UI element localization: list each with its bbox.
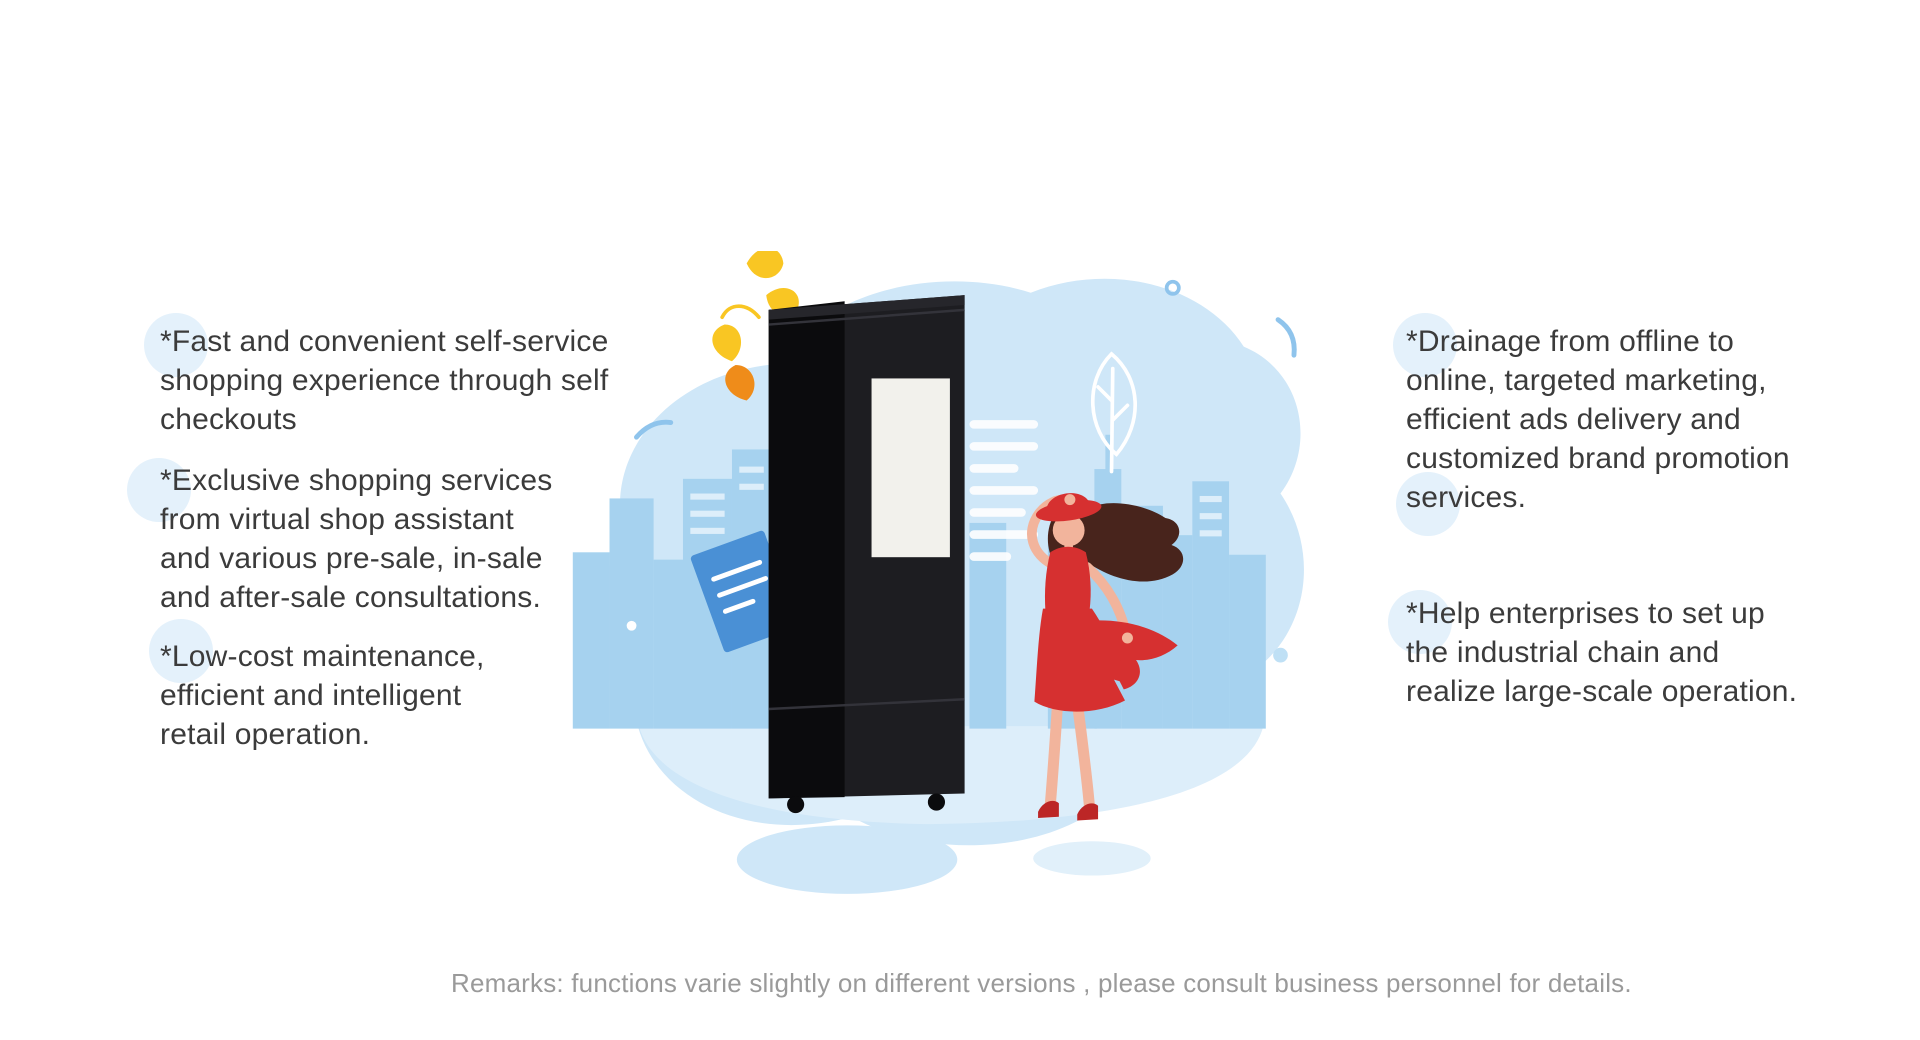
bullet-halo — [1393, 313, 1457, 377]
bullet-halo — [127, 458, 191, 522]
woman-shoe — [1077, 803, 1099, 821]
woman-hand — [1064, 494, 1076, 506]
machine-screen — [871, 378, 950, 558]
machine-wheel — [787, 795, 805, 814]
remarks-text: Remarks: functions varie slightly on dif… — [451, 968, 1632, 998]
decorative-dot — [626, 620, 637, 631]
woman-hand — [1121, 632, 1133, 644]
feature-bullet-marketing: *Drainage from offline to online, target… — [1406, 325, 1790, 514]
feature-bullet-low-cost: *Low-cost maintenance, efficient and int… — [160, 640, 485, 751]
woman-shoe — [1038, 800, 1059, 818]
leaf-outline-icon — [1091, 351, 1137, 474]
feature-bullet-shop-assistant: *Exclusive shopping services from virtua… — [160, 464, 553, 614]
woman-skirt-flap — [1087, 620, 1178, 690]
woman-shadow — [1033, 841, 1151, 876]
bullet-halo — [144, 313, 208, 377]
woman-bodice — [1044, 546, 1091, 612]
list-stripes — [969, 420, 1039, 561]
bullet-halo — [149, 619, 213, 683]
decorative-dot — [1273, 647, 1288, 663]
machine-wheel — [927, 793, 946, 811]
shopper-woman — [1027, 493, 1184, 821]
bullet-halo — [1388, 590, 1452, 654]
woman-face — [1052, 514, 1085, 547]
decorative-strokes — [634, 279, 1297, 440]
vending-machine — [768, 295, 965, 814]
feature-bullet-self-service: *Fast and convenient self-service shoppi… — [160, 325, 609, 436]
machine-shadow — [736, 825, 958, 894]
kiosk-illustration — [572, 251, 1304, 894]
woman-skirt — [1034, 608, 1132, 712]
bullet-halo — [1396, 472, 1460, 536]
feature-bullet-industrial-chain: *Help enterprises to set up the industri… — [1406, 597, 1798, 708]
